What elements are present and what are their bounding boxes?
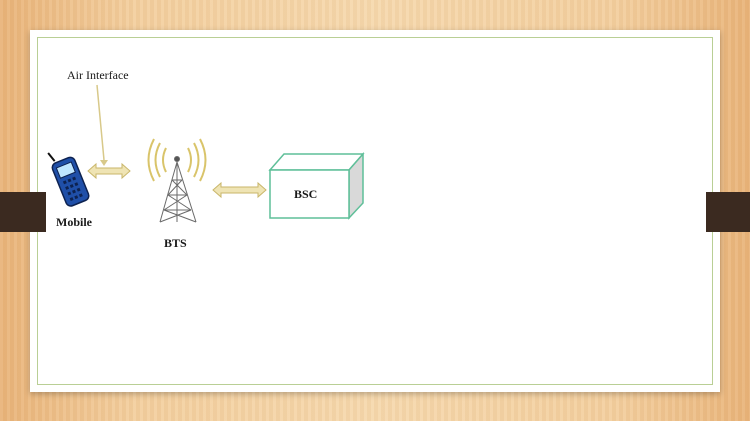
left-binder-tab [0,192,46,232]
bsc-label: BSC [294,187,318,201]
pointer-arrowhead [100,160,108,166]
signal-waves-icon [147,138,207,182]
mobile-phone-icon [47,152,90,207]
double-arrow-icon [212,181,267,199]
air-interface-label: Air Interface [67,68,129,82]
tower-icon [159,156,197,223]
box-3d-icon [268,152,365,220]
slide-canvas [30,30,720,392]
air-interface-pointer [96,84,105,161]
double-arrow-icon [87,162,131,180]
bts-label: BTS [164,236,187,250]
mobile-label: Mobile [56,215,92,229]
right-binder-tab [706,192,750,232]
